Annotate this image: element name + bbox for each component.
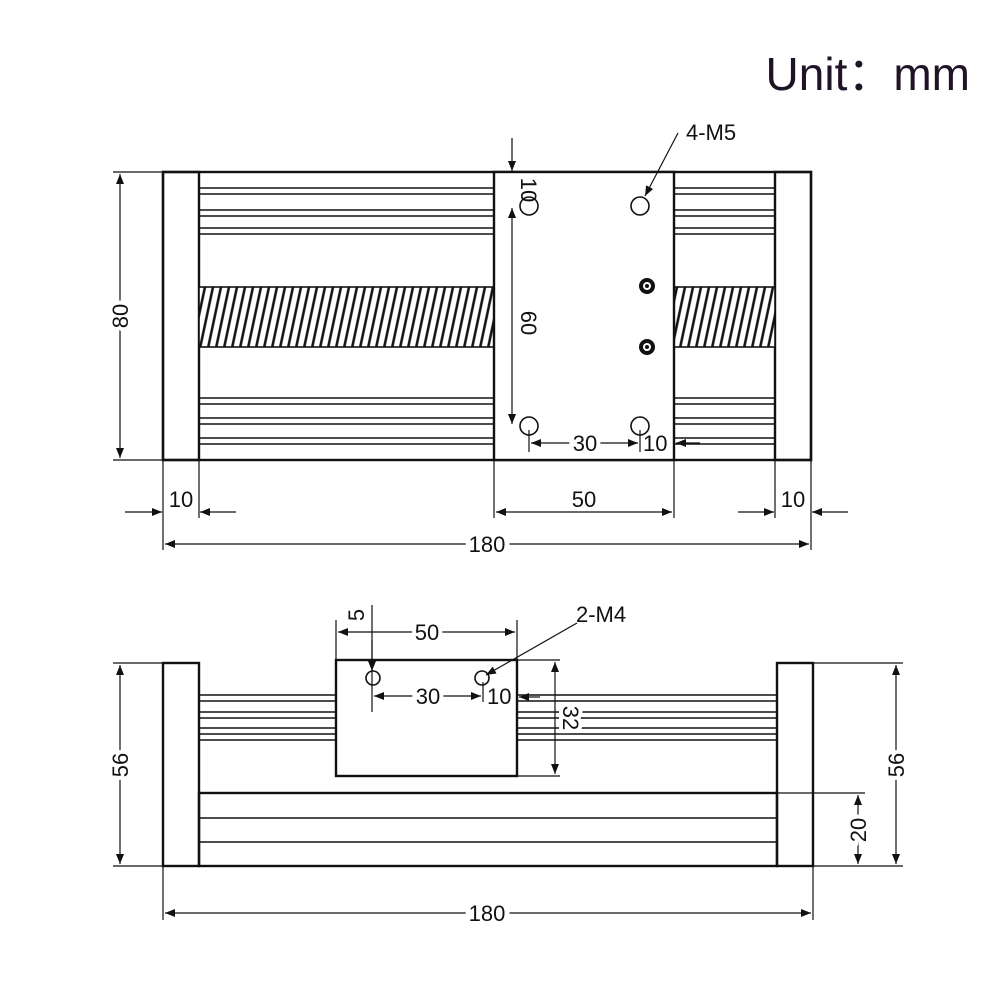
left-end-block — [161, 661, 201, 868]
mounting-hole — [630, 196, 650, 216]
top-view: 4-M5 80 10 60 30 10 10 50 10 180 — [104, 120, 848, 562]
dim-hole-spacing-60: 60 — [516, 311, 541, 335]
mounting-hole — [474, 670, 490, 686]
screw-head — [639, 278, 655, 294]
dim-carriage-height-32: 32 — [558, 706, 583, 730]
dim-hole-edge-10: 10 — [643, 431, 667, 456]
dim-height-56-left: 56 — [108, 753, 133, 777]
dim-height-80: 80 — [108, 304, 133, 328]
dim-edge-5: 5 — [344, 609, 369, 621]
lower-rail — [199, 397, 775, 445]
carriage-plate — [492, 170, 676, 462]
dim-height-56-right: 56 — [884, 753, 909, 777]
mounting-hole — [519, 196, 539, 216]
screw-head — [639, 339, 655, 355]
dim-left-block-10: 10 — [169, 487, 193, 512]
dim-right-block-10: 10 — [781, 487, 805, 512]
dim-hole-spacing-30: 30 — [573, 431, 597, 456]
side-view: 2-M4 50 5 30 10 32 56 56 20 180 — [104, 602, 913, 931]
right-end-block — [775, 661, 815, 868]
hole-callout-2m4: 2-M4 — [576, 602, 626, 627]
upper-rail — [199, 187, 775, 235]
dim-carriage-width-50: 50 — [415, 620, 439, 645]
base-profile — [197, 791, 779, 868]
left-end-block — [161, 170, 201, 462]
mounting-hole — [365, 670, 381, 686]
dim-total-length-180: 180 — [469, 532, 506, 557]
dim-base-height-20: 20 — [846, 818, 871, 842]
dim-carriage-width-50: 50 — [572, 487, 596, 512]
dim-hole-edge-10: 10 — [487, 684, 511, 709]
dim-total-length-180: 180 — [469, 901, 506, 926]
lead-screw — [198, 286, 776, 348]
dim-edge-top-10: 10 — [516, 178, 541, 202]
unit-label: Unit：mm — [765, 48, 970, 100]
dim-hole-spacing-30: 30 — [416, 684, 440, 709]
right-end-block — [773, 170, 813, 462]
carriage-block — [334, 658, 519, 778]
hole-callout-4m5: 4-M5 — [686, 120, 736, 145]
